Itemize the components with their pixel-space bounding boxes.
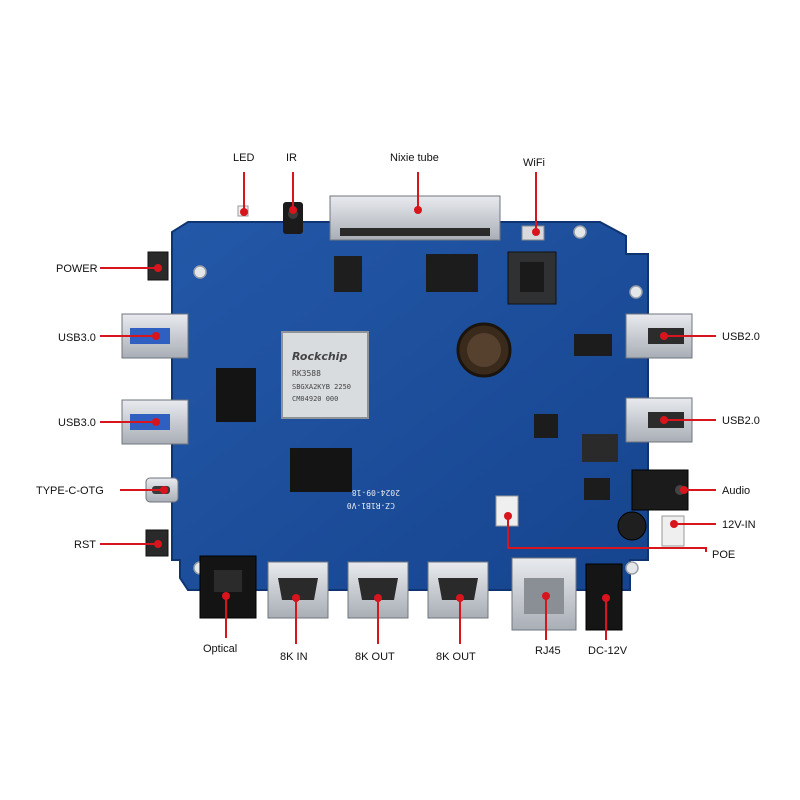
label-12v-in: 12V-IN [722,519,756,531]
label-audio: Audio [722,485,751,497]
label-wifi: WiFi [523,157,545,169]
soc-brand: Rockchip [292,350,347,363]
label-rst: RST [74,539,96,551]
label-usb20-bottom: USB2.0 [722,415,760,427]
label-dc-12v: DC-12V [588,645,628,657]
hdmi-in-port [267,561,329,619]
callout-dots [152,206,688,602]
label-nixie-tube: Nixie tube [390,152,439,164]
label-hdmi-in: 8K IN [280,651,308,663]
hdmi-out-2-port [427,561,489,619]
soc-line3: CM04920 000 [292,395,338,403]
label-optical: Optical [203,643,238,655]
label-usb20-top: USB2.0 [722,331,760,343]
label-type-c-otg: TYPE-C-OTG [36,485,104,497]
label-power: POWER [56,263,98,275]
label-hdmi-out-2: 8K OUT [436,651,476,663]
label-hdmi-out-1: 8K OUT [355,651,395,663]
pcb-board [171,221,649,591]
label-poe: POE [712,549,736,561]
soc-line2: SBGXA2KYB 2250 [292,383,351,391]
capacitor [617,511,647,541]
label-rj45: RJ45 [535,645,561,657]
soc-heatspreader [281,331,369,419]
label-ir: IR [286,152,297,164]
label-usb30-bottom: USB3.0 [58,417,96,429]
board-date: 2024-09-18 [352,488,400,497]
board-model-code: CZ-R1B1-V0 [347,501,395,510]
callout-lines [100,172,716,644]
label-led: LED [233,152,255,164]
soc-model: RK3588 [292,369,321,378]
label-usb30-top: USB3.0 [58,332,96,344]
